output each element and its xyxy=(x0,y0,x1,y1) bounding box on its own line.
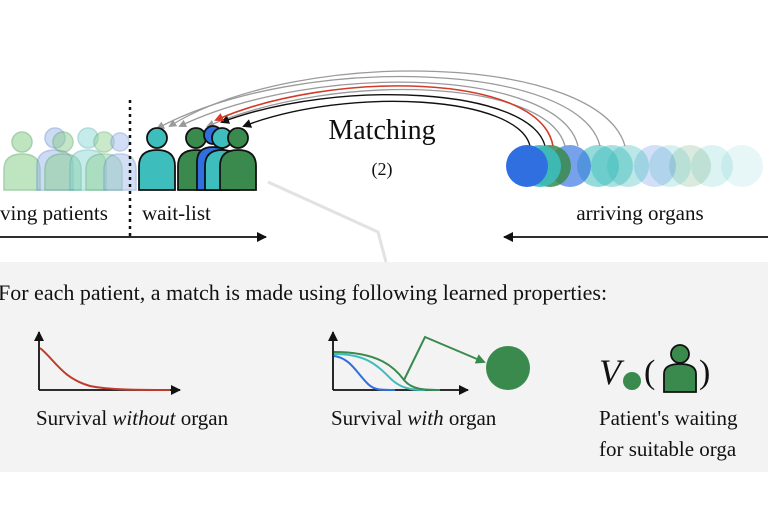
arriving-organs xyxy=(506,145,763,187)
properties-heading: For each patient, a match is made using … xyxy=(0,280,607,305)
organ-circle xyxy=(486,346,530,390)
arc-gray-3 xyxy=(178,81,579,147)
matching-number: (2) xyxy=(372,159,393,180)
properties-panel xyxy=(0,262,768,472)
arriving-patients-label: ving patients xyxy=(0,201,108,225)
survival-curve-teal xyxy=(333,353,426,391)
survival-with-organ-plot xyxy=(328,331,530,395)
patient-icon xyxy=(138,127,176,191)
organ-subscript-icon xyxy=(623,372,641,390)
value-function: V ( ) xyxy=(599,344,710,393)
arc-red xyxy=(214,85,554,147)
survival-curve-blue xyxy=(333,355,396,391)
arc-gray-4 xyxy=(206,88,566,147)
svg-text:(: ( xyxy=(644,354,655,391)
svg-text:): ) xyxy=(699,354,710,391)
waitlist-patients xyxy=(138,125,257,191)
survival-without-label: Survival without organ xyxy=(36,406,229,430)
matching-title: Matching xyxy=(328,115,435,146)
value-symbol: V xyxy=(599,352,625,392)
arc-gray-2 xyxy=(156,76,601,147)
green-pointer-arrow xyxy=(403,335,486,381)
matching-arrows xyxy=(156,70,626,147)
arriving-organs-label: arriving organs xyxy=(576,201,703,225)
arc-black-1 xyxy=(220,94,546,147)
arc-black-2 xyxy=(242,100,531,147)
waitlist-label: wait-list xyxy=(142,201,211,225)
survival-curve-red xyxy=(39,347,171,391)
survival-with-label: Survival with organ xyxy=(331,406,497,430)
patient-waiting-line1: Patient's waiting xyxy=(599,406,738,430)
patient-waiting-line2: for suitable orga xyxy=(599,437,737,461)
callout-connector xyxy=(267,180,388,263)
arc-gray-1 xyxy=(168,70,626,147)
arriving-patients xyxy=(3,127,137,191)
survival-without-organ-plot xyxy=(34,331,181,395)
patient-icon xyxy=(663,344,697,393)
patient-icon xyxy=(219,127,257,191)
